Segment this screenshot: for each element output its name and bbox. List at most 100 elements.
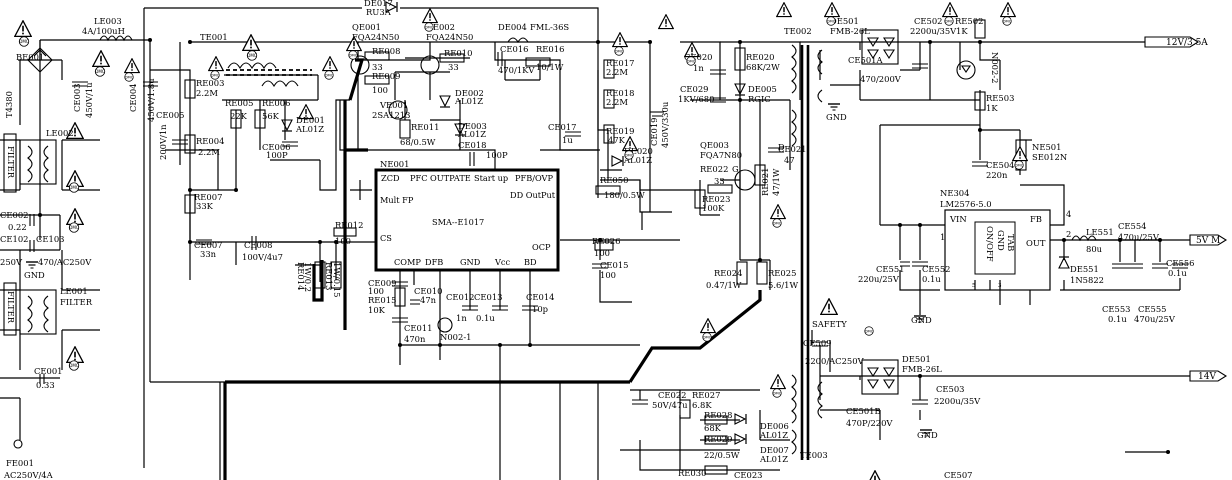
ce501b-val: 470P/220V — [846, 418, 893, 428]
filter-label-1: FILTER — [6, 146, 16, 179]
de001-ref: DE001 — [296, 115, 325, 125]
reg-onoff: ON/OFF — [985, 226, 995, 262]
transistors — [350, 55, 756, 333]
ce503-val: 2200u/35V — [934, 396, 981, 406]
ce004-val: 450V/1.8u — [146, 78, 156, 122]
ce554-ref: CE554 — [1118, 221, 1147, 231]
re028-ref: RE028 — [704, 410, 732, 420]
te001-ref: TE001 — [200, 32, 228, 42]
re029-ref: RE029 — [704, 434, 732, 444]
re003-val: 2.2M — [196, 88, 218, 98]
de001-val: AL01Z — [295, 124, 324, 134]
ce019-ref: CE019 — [649, 117, 659, 146]
re028-val: 68K — [704, 423, 722, 433]
te003-ref: TE003 — [800, 450, 828, 460]
fe001-ref: FE001 — [6, 458, 34, 468]
reg-out: OUT — [1026, 238, 1046, 248]
de551-val: 1N5822 — [1070, 275, 1104, 285]
ce551-val: 220u/25V — [858, 274, 900, 284]
n002-1-ref: N002-1 — [440, 332, 471, 342]
gnd-label-4: GND — [24, 270, 45, 280]
wiring — [0, 7, 1190, 480]
output-5v-label: 5V M — [1196, 236, 1220, 246]
ce509-ref: CE509 — [803, 338, 832, 348]
ce010-val: 47n — [420, 295, 437, 305]
reg-ref: NE304 — [940, 188, 969, 198]
qe002-ref: QE002 — [426, 22, 455, 32]
reg-fb: FB — [1030, 214, 1042, 224]
ce509-val: 2200/AC250V — [805, 356, 865, 366]
re030-ref: RE030 — [678, 468, 706, 478]
output-arrows — [1144, 36, 1228, 382]
ce552-ref: CE552 — [922, 264, 951, 274]
de005-ref: DE005 — [748, 84, 777, 94]
de004-ref: DE004 — [498, 22, 527, 32]
re004-val: 2.2M — [198, 147, 220, 157]
le002-ref: LE002 — [46, 128, 74, 138]
ce012-ref: CE012 — [446, 292, 475, 302]
pin-g-label: G — [732, 164, 739, 174]
ic-pin-cs: CS — [380, 233, 392, 243]
gnd-label-1: GND — [826, 112, 847, 122]
reg-pin1: 1 — [940, 232, 945, 242]
de501-ref: DE501 — [830, 16, 859, 26]
re050-val: 180/0.5W — [604, 190, 645, 200]
ce023-ref: CE023 — [734, 470, 763, 480]
reg-pin5: 5 — [972, 283, 976, 289]
re012-val: 100 — [335, 236, 351, 246]
re011-ref: RE011 — [411, 122, 439, 132]
te002-ref: TE002 — [784, 26, 812, 36]
le003-val: 4A/100uH — [82, 26, 125, 36]
ce103-ref: CE103 — [36, 234, 65, 244]
ne501-val: SE012N — [1032, 152, 1067, 162]
ce502-ref: CE502 — [914, 16, 943, 26]
ce013-val: 0.1u — [476, 313, 495, 323]
de501-val: FMB-26L — [830, 26, 870, 36]
re502-ref: RE502 — [955, 16, 983, 26]
ce006-ref: CE006 — [262, 142, 291, 152]
le003-ref: LE003 — [94, 16, 122, 26]
diodes — [281, 1, 1070, 445]
ce554-val: 470u/25V — [1118, 232, 1160, 242]
pin-d-label: D — [778, 142, 785, 152]
re050-ref: RE050 — [600, 175, 628, 185]
ce503-ref: CE503 — [936, 384, 965, 394]
ce002-ref: CE002 — [0, 210, 29, 220]
ce501b-ref: CE501B — [846, 406, 881, 416]
ic-ref: NE001 — [380, 159, 409, 169]
re006-ref: RE006 — [262, 98, 290, 108]
ce008-val: 100V/4u7 — [242, 252, 283, 262]
re025-val: 5.6/1W — [768, 280, 798, 290]
re008-ref: RE008 — [372, 46, 400, 56]
de007-val: AL01Z — [759, 454, 788, 464]
ic-pin-vcc: Vcc — [494, 257, 510, 267]
ic-main — [374, 168, 560, 272]
transformer-te003 — [791, 340, 823, 460]
ce005-ref: CE005 — [156, 110, 185, 120]
re005-ref: RE005 — [225, 98, 253, 108]
output-14v-label: 14V — [1198, 372, 1216, 382]
re016-ref: RE016 — [536, 44, 564, 54]
transformer-te002 — [791, 44, 823, 340]
ce021-val: 47 — [784, 155, 795, 165]
output-12v-label: 12V/3.5A — [1166, 38, 1208, 48]
inductors — [99, 35, 1097, 242]
filter-label-3: FILTER — [60, 297, 93, 307]
re012-ref: RE012 — [335, 220, 363, 230]
re010-val: 33 — [448, 62, 459, 72]
ce011-val: 470n — [404, 334, 426, 344]
le551-val: 80u — [1086, 244, 1103, 254]
ce004-ref: CE004 — [128, 83, 138, 112]
de007-ref: DE007 — [760, 445, 789, 455]
reg-pin4: 4 — [1066, 209, 1071, 219]
re022-ref: RE022 — [700, 164, 728, 174]
re027-val: 6.8K — [692, 400, 712, 410]
re020-val: 68K/2W — [746, 62, 780, 72]
re019-val: 47K — [608, 135, 626, 145]
ce029-ref: CE029 — [680, 84, 709, 94]
qe001-val: FQA24N50 — [352, 32, 399, 42]
re503-ref: RE503 — [986, 93, 1014, 103]
ce003-ref: CE003 — [72, 83, 82, 112]
